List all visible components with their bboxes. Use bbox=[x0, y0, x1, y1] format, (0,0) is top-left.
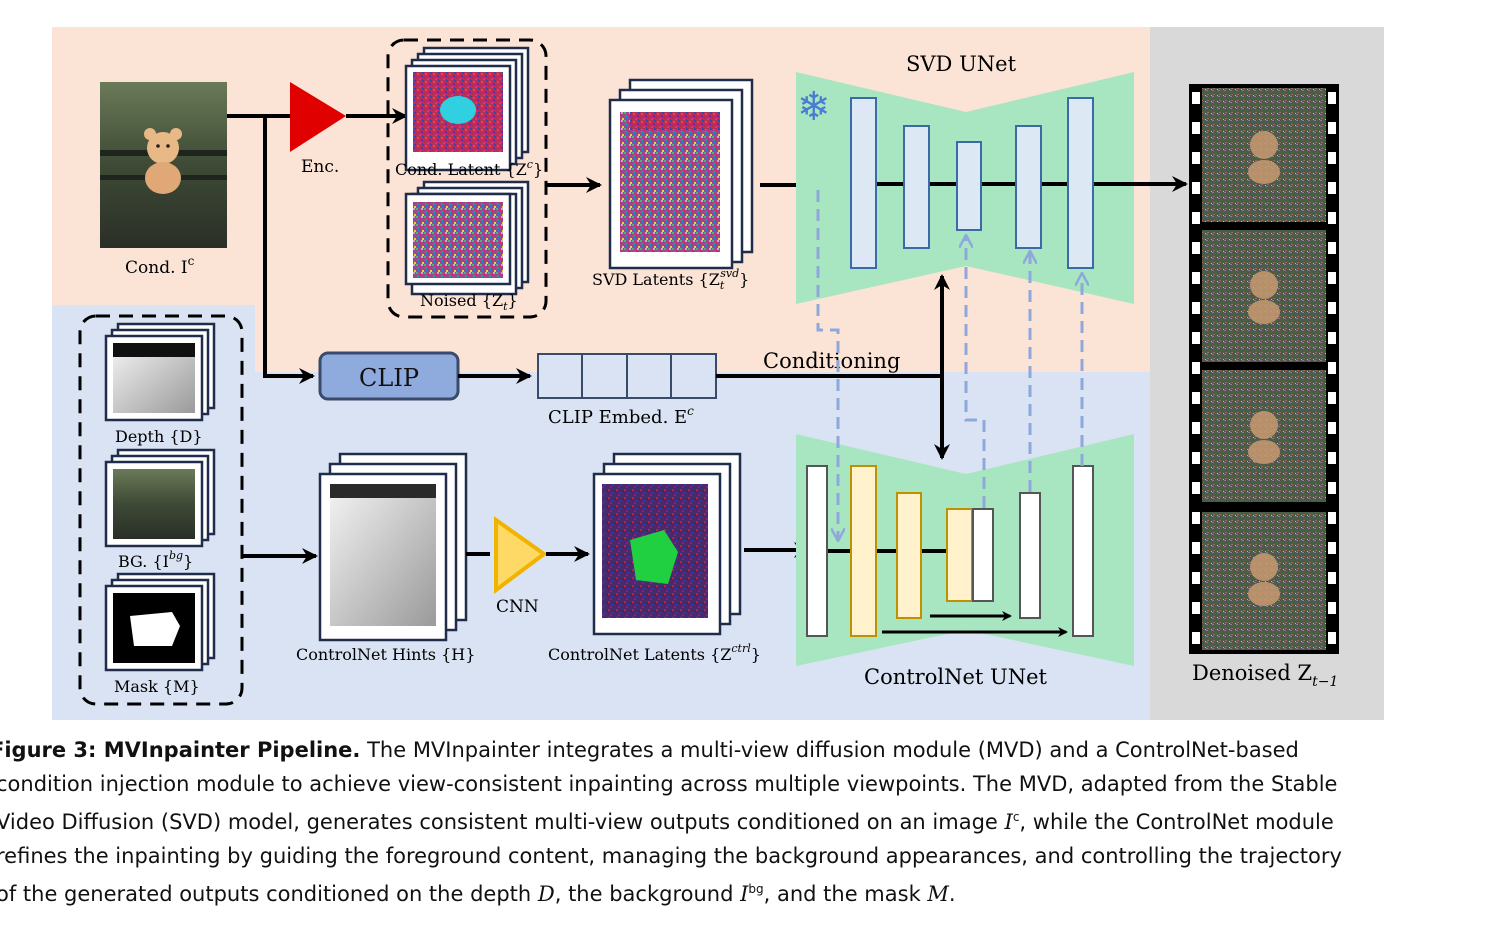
svd-unet-title: SVD UNet bbox=[906, 52, 1017, 76]
controlnet-hints-label: ControlNet Hints {H} bbox=[296, 645, 475, 664]
cn-block-1 bbox=[806, 465, 828, 637]
cn-block-2 bbox=[850, 465, 877, 637]
conditioning-label: Conditioning bbox=[763, 349, 900, 373]
svd-block-3 bbox=[956, 141, 982, 231]
encoder-icon bbox=[290, 82, 346, 152]
cn-block-4 bbox=[946, 508, 973, 602]
depth-label: Depth {D} bbox=[115, 427, 203, 446]
bg-label: BG. {Ibg} bbox=[118, 549, 193, 571]
caption-math: M bbox=[927, 882, 949, 906]
caption-text: , while the ControlNet module bbox=[1019, 810, 1334, 834]
latent-group-box bbox=[386, 38, 548, 319]
cond-latent-label: Cond. Latent {Zc} bbox=[395, 158, 543, 179]
controlnet-unet-title: ControlNet UNet bbox=[864, 665, 1047, 689]
cn-block-3 bbox=[896, 492, 922, 619]
caption-text: , the background bbox=[554, 882, 741, 906]
condition-inputs-box bbox=[78, 314, 244, 706]
caption-math: D bbox=[537, 882, 555, 906]
svd-block-4 bbox=[1015, 125, 1042, 249]
caption-text: of the generated outputs conditioned on … bbox=[0, 882, 538, 906]
caption-title: Figure 3: MVInpainter Pipeline. bbox=[0, 738, 361, 762]
mask-stack bbox=[104, 572, 216, 672]
controlnet-hints-stack bbox=[318, 452, 468, 642]
depth-stack bbox=[104, 322, 216, 422]
cn-block-6 bbox=[1019, 492, 1041, 619]
controlnet-latents-label: ControlNet Latents {Zctrl} bbox=[548, 642, 761, 664]
clip-label: CLIP bbox=[359, 364, 419, 392]
cn-block-7 bbox=[1072, 465, 1094, 637]
noised-latent-stack bbox=[404, 180, 530, 296]
cond-image-label: Cond. Ic bbox=[125, 254, 195, 278]
caption-text: Video Diffusion (SVD) model, generates c… bbox=[0, 810, 1005, 834]
figure-caption: Figure 3: MVInpainter Pipeline. The MVIn… bbox=[0, 734, 1462, 912]
cn-block-5 bbox=[972, 508, 994, 602]
svd-latents-label: SVD Latents {Ztsvd} bbox=[592, 267, 749, 292]
controlnet-latents-stack bbox=[592, 452, 742, 636]
clip-embed bbox=[537, 353, 717, 399]
clip-embed-label: CLIP Embed. Ec bbox=[548, 404, 694, 428]
caption-math: I bbox=[1004, 810, 1013, 834]
svd-block-1 bbox=[850, 97, 877, 269]
cond-image bbox=[100, 82, 227, 248]
caption-text: , and the mask bbox=[763, 882, 928, 906]
bg-stack bbox=[104, 448, 216, 548]
caption-math-sup: bg bbox=[748, 882, 764, 896]
caption-line-5: of the generated outputs conditioned on … bbox=[0, 873, 1462, 912]
svd-block-2 bbox=[903, 125, 930, 249]
enc-label: Enc. bbox=[301, 157, 339, 177]
dashed-skip-connections bbox=[816, 190, 1082, 540]
noised-label: Noised {Zt} bbox=[420, 291, 518, 313]
caption-text: The MVInpainter integrates a multi-view … bbox=[360, 738, 1299, 762]
caption-text: . bbox=[948, 882, 956, 906]
caption-line-3: Video Diffusion (SVD) model, generates c… bbox=[0, 801, 1462, 840]
caption-line-4: refines the inpainting by guiding the fo… bbox=[0, 843, 1342, 868]
caption-math: I bbox=[740, 882, 749, 906]
cond-latent-stack bbox=[404, 46, 530, 172]
caption-math-sup: c bbox=[1012, 810, 1020, 824]
denoised-film-strip bbox=[1189, 84, 1339, 654]
svd-latents-stack bbox=[608, 78, 754, 270]
cnn-icon bbox=[494, 516, 548, 594]
mask-label: Mask {M} bbox=[114, 677, 200, 696]
denoised-label: Denoised Zt−1 bbox=[1192, 661, 1338, 690]
caption-line-2: condition injection module to achieve vi… bbox=[0, 771, 1338, 796]
svd-block-5 bbox=[1067, 97, 1094, 269]
cnn-label: CNN bbox=[496, 597, 539, 617]
caption-line-1: Figure 3: MVInpainter Pipeline. The MVIn… bbox=[0, 734, 1462, 768]
snowflake-icon: ❄ bbox=[797, 84, 831, 130]
